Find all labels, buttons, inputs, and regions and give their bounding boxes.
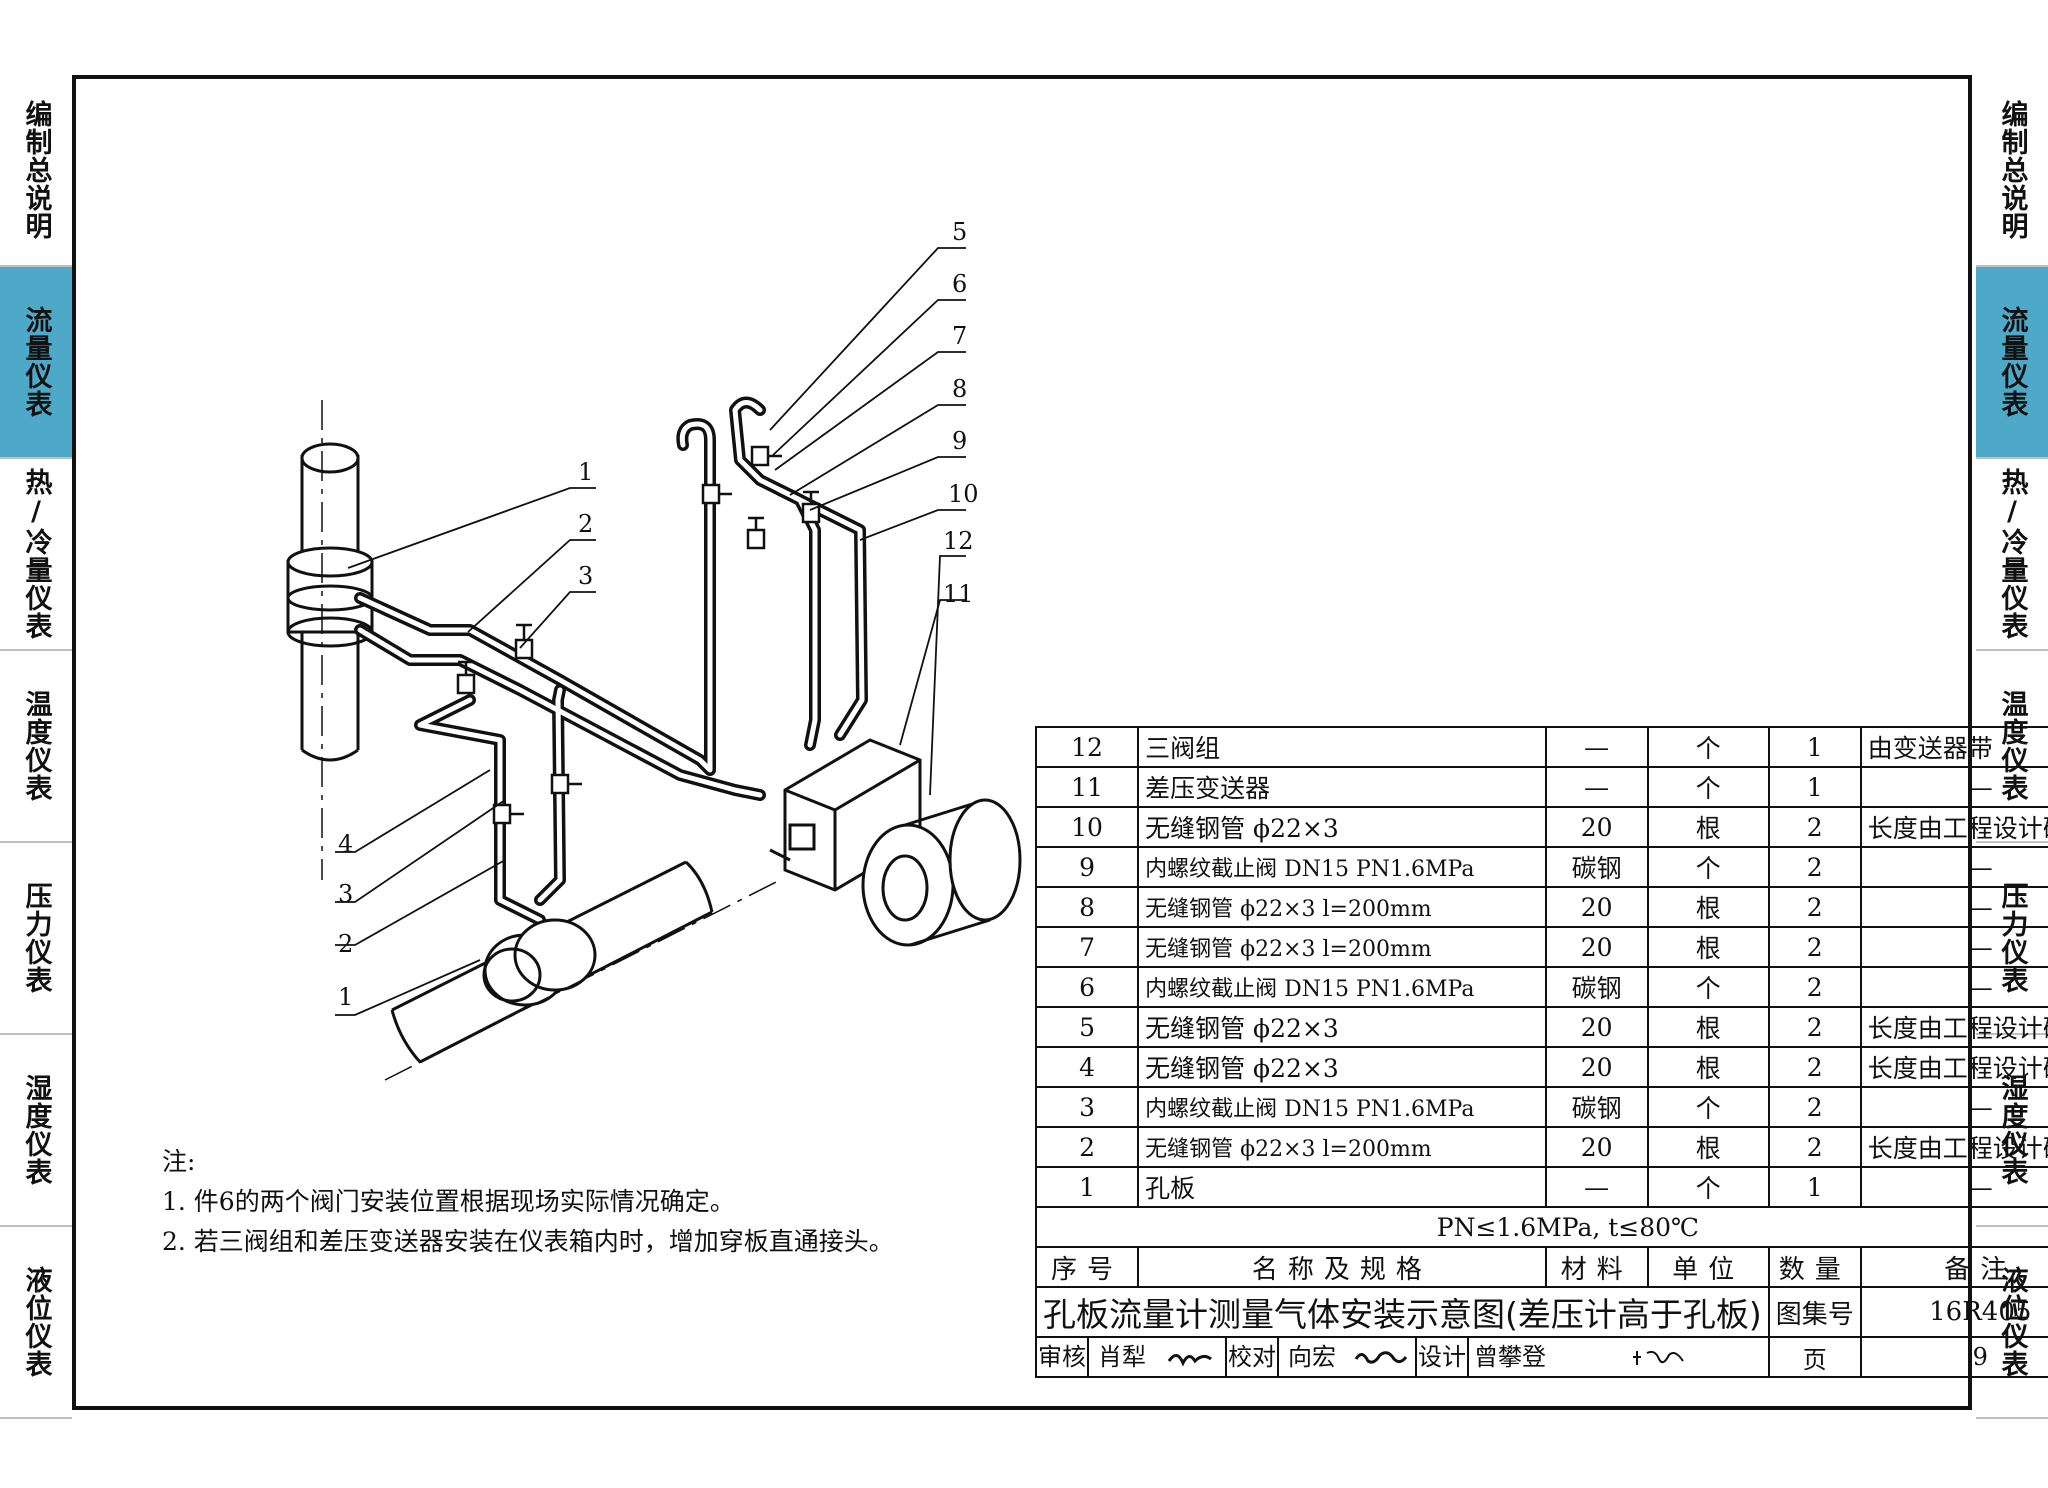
checker-signature (1345, 1338, 1417, 1376)
note-1: 1. 件6的两个阀门安装位置根据现场实际情况确定。 (162, 1187, 735, 1216)
table-header: 序号 名称及规格 材料 单位 数量 备注 (1034, 1246, 2048, 1288)
tab-flow[interactable]: 流量仪表 (0, 267, 72, 459)
tab-pressure[interactable]: 压力仪表 (0, 843, 72, 1035)
check-label: 校对 (1227, 1338, 1279, 1376)
callout-12: 12 (943, 527, 974, 555)
notes-title: 注: (162, 1147, 196, 1176)
condition-row: PN≤1.6MPa, t≤80℃ (1035, 1206, 2048, 1248)
notes: 注: 1. 件6的两个阀门安装位置根据现场实际情况确定。 2. 若三阀组和差压变… (162, 1142, 894, 1262)
callout-9: 9 (952, 427, 967, 455)
designer-signature (1551, 1338, 1768, 1376)
tab-temperature[interactable]: 温度仪表 (0, 651, 72, 843)
page-number: 9 (1859, 1336, 2048, 1378)
tab-humidity[interactable]: 湿度仪表 (0, 1035, 72, 1227)
signature-row: 审核 肖犁 校对 向宏 设计 曾攀登 页 9 (1035, 1336, 2048, 1378)
atlas-label: 图集号 (1767, 1286, 1862, 1338)
review-label: 审核 (1037, 1338, 1089, 1376)
callout-1-top: 1 (578, 458, 593, 486)
reviewer-name: 肖犁 (1098, 1343, 1146, 1371)
note-2: 2. 若三阀组和差压变送器安装在仪表箱内时，增加穿板直通接头。 (162, 1227, 894, 1256)
callout-8: 8 (952, 375, 967, 403)
checker-name: 向宏 (1288, 1343, 1336, 1371)
tab-heat[interactable]: 热/冷量仪表 (0, 459, 72, 651)
callout-4: 4 (338, 830, 353, 858)
tab-general-right[interactable]: 编制总说明 (1976, 75, 2048, 267)
callout-3-bottom: 3 (338, 880, 353, 908)
atlas-number: 16R405 (1859, 1286, 2048, 1338)
design-label: 设计 (1417, 1338, 1469, 1376)
callout-7: 7 (952, 322, 967, 350)
callout-2-bottom: 2 (338, 930, 353, 958)
callout-2-top: 2 (578, 510, 593, 538)
callout-11: 11 (943, 580, 974, 608)
page-label: 页 (1767, 1336, 1862, 1378)
callout-6: 6 (952, 270, 967, 298)
tab-heat-right[interactable]: 热/冷量仪表 (1976, 459, 2048, 651)
title-block-row: 孔板流量计测量气体安装示意图(差压计高于孔板) 图集号 16R405 (1035, 1286, 2048, 1338)
designer-name: 曾攀登 (1474, 1343, 1546, 1371)
left-tab-strip: 编制总说明 流量仪表 热/冷量仪表 温度仪表 压力仪表 湿度仪表 液位仪表 (0, 75, 72, 1419)
callout-5: 5 (952, 218, 967, 246)
tab-flow-right[interactable]: 流量仪表 (1976, 267, 2048, 459)
callout-10: 10 (948, 480, 979, 508)
tab-general[interactable]: 编制总说明 (0, 75, 72, 267)
callout-1-bottom: 1 (338, 983, 353, 1011)
tab-level[interactable]: 液位仪表 (0, 1227, 72, 1419)
callout-3-top: 3 (578, 562, 593, 590)
drawing-title: 孔板流量计测量气体安装示意图(差压计高于孔板) (1035, 1286, 1770, 1338)
reviewer-signature (1155, 1338, 1227, 1376)
